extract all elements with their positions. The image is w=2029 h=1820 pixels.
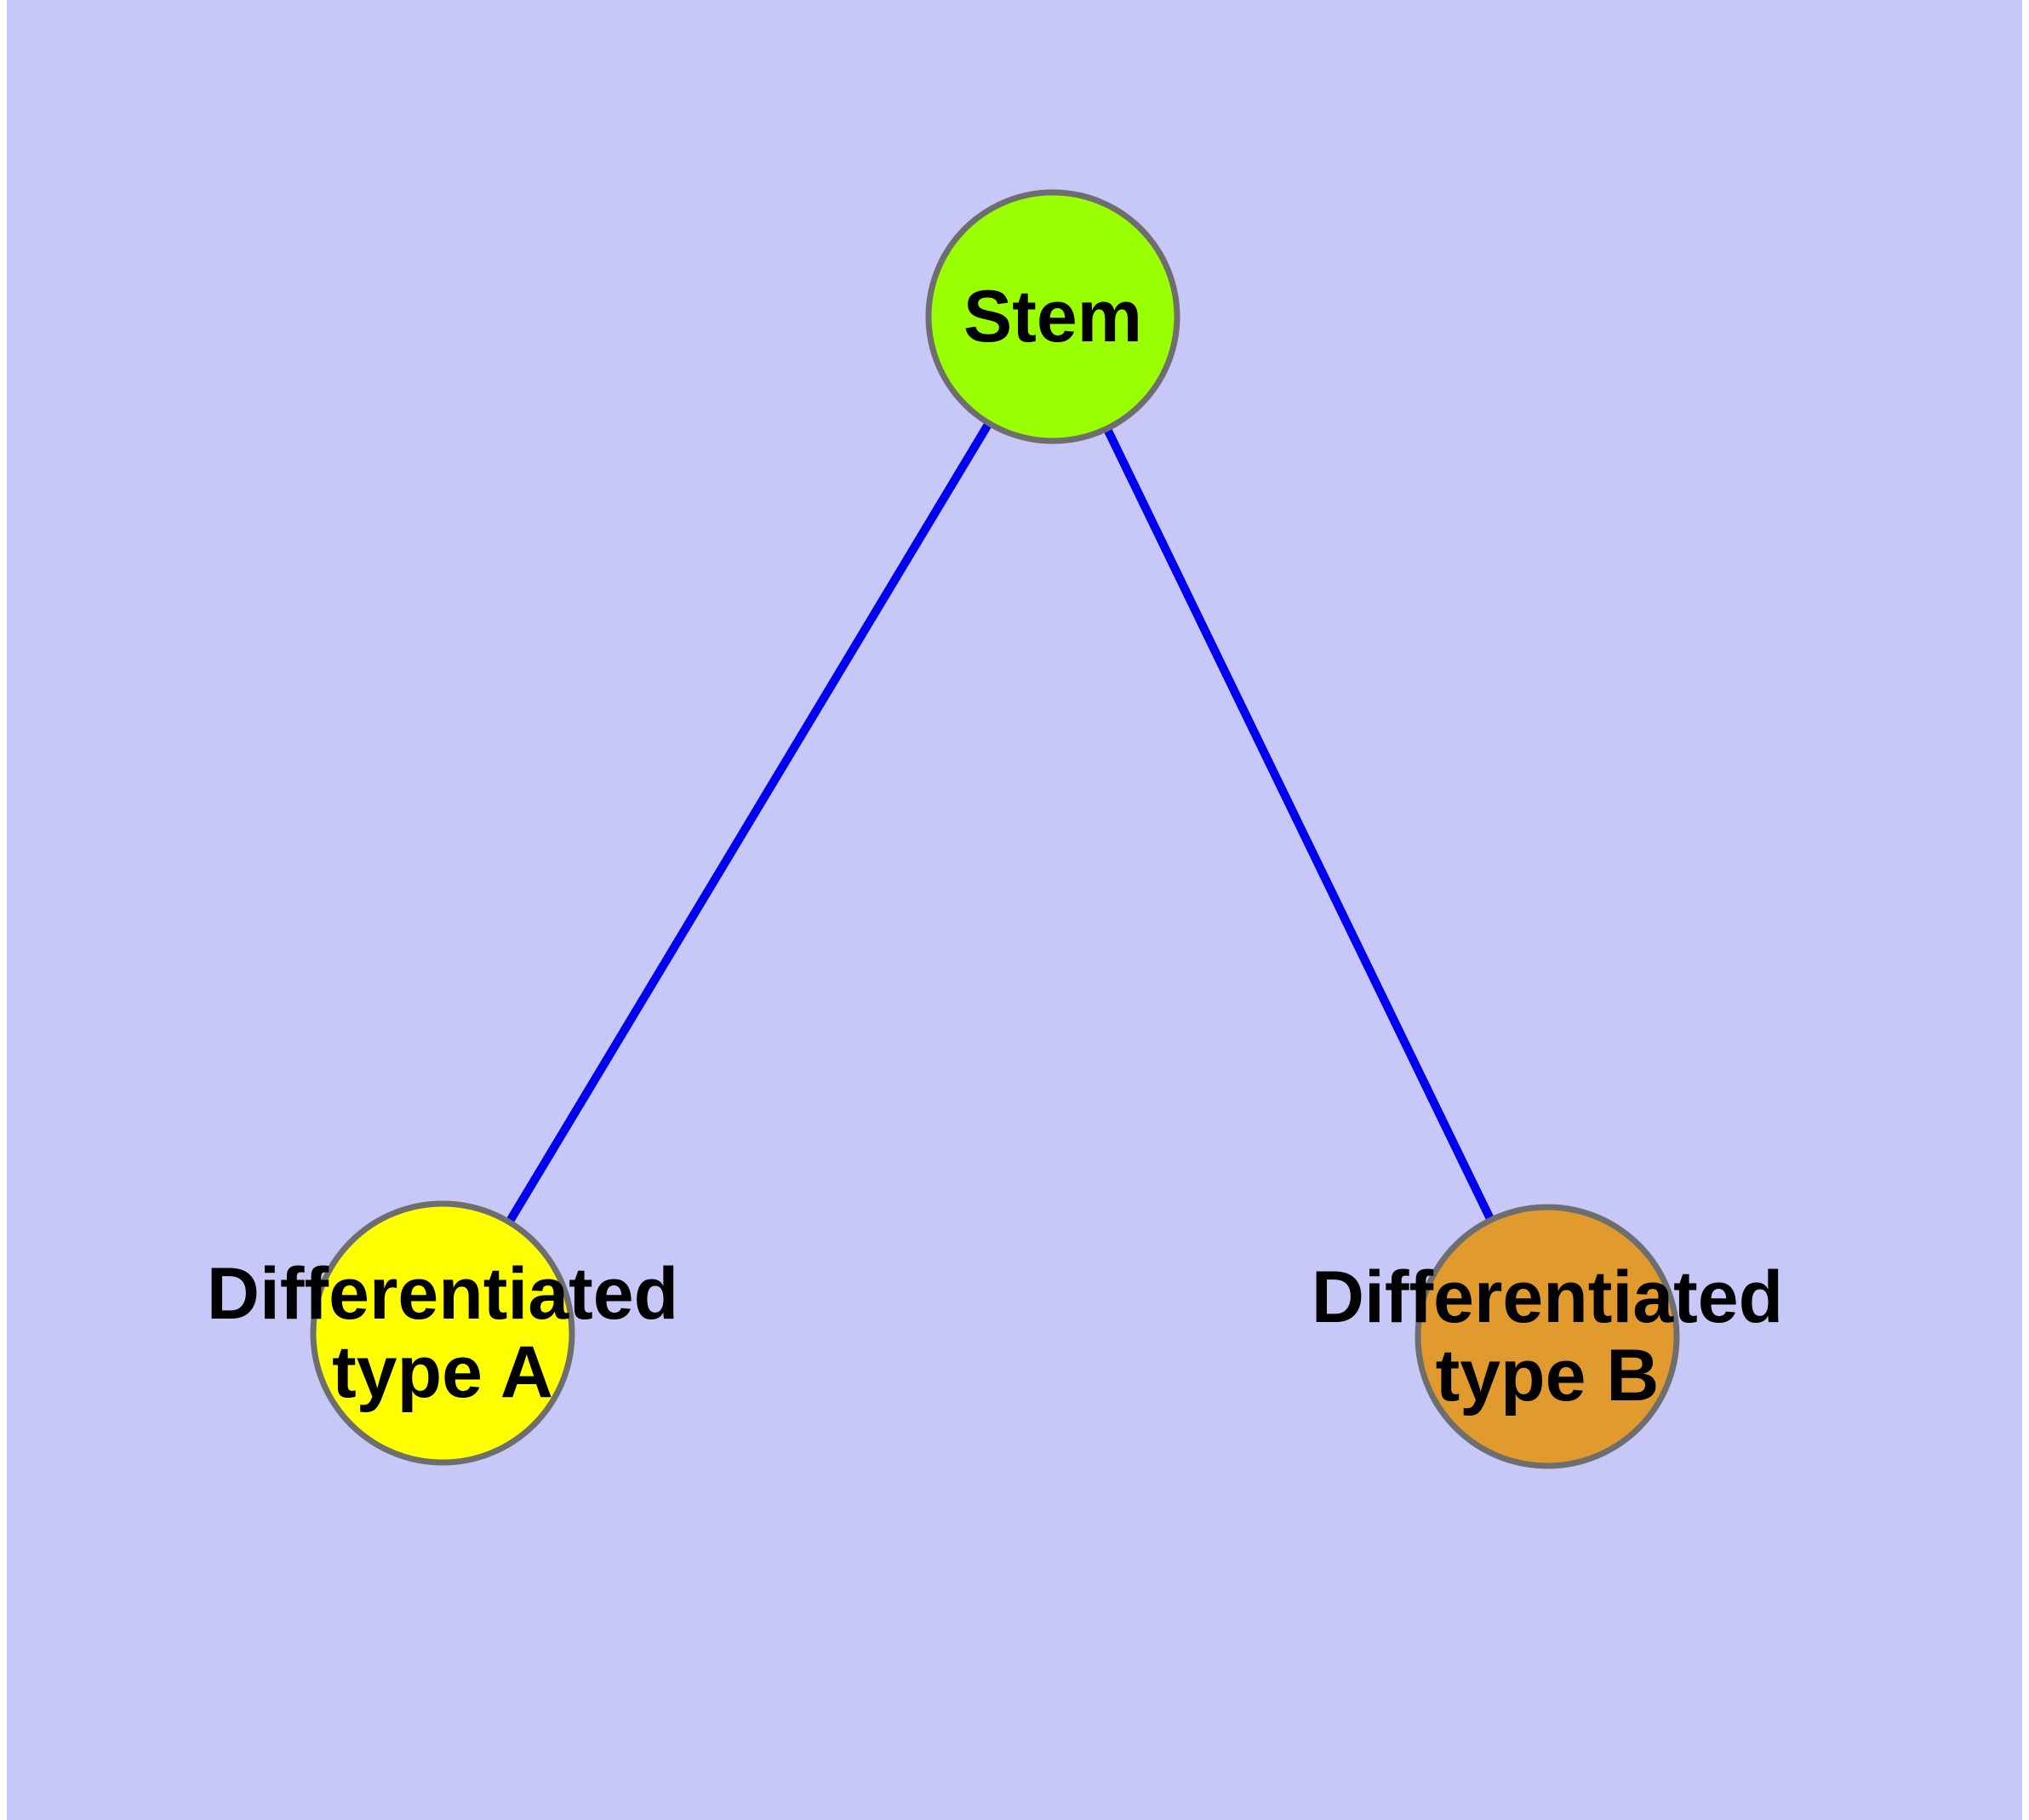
node-label-line: Differentiated [1312, 1256, 1783, 1338]
node-label-line: type A [332, 1331, 553, 1413]
graph-edge-stem-to-diff-b[interactable] [1101, 423, 1496, 1226]
node-circle-stem[interactable] [925, 189, 1180, 444]
node-label-line: Stem [963, 276, 1142, 358]
edges-layer [503, 418, 1496, 1228]
graph-node-stem[interactable]: Stem [925, 189, 1180, 444]
graph-edge-stem-to-diff-a[interactable] [503, 418, 995, 1228]
node-label-line: type B [1436, 1335, 1660, 1417]
node-label-stem: Stem [963, 276, 1142, 358]
node-circle-diff_b[interactable] [1415, 1204, 1680, 1469]
node-label-line: Differentiated [207, 1253, 678, 1335]
node-circle-diff_a[interactable] [310, 1200, 575, 1466]
